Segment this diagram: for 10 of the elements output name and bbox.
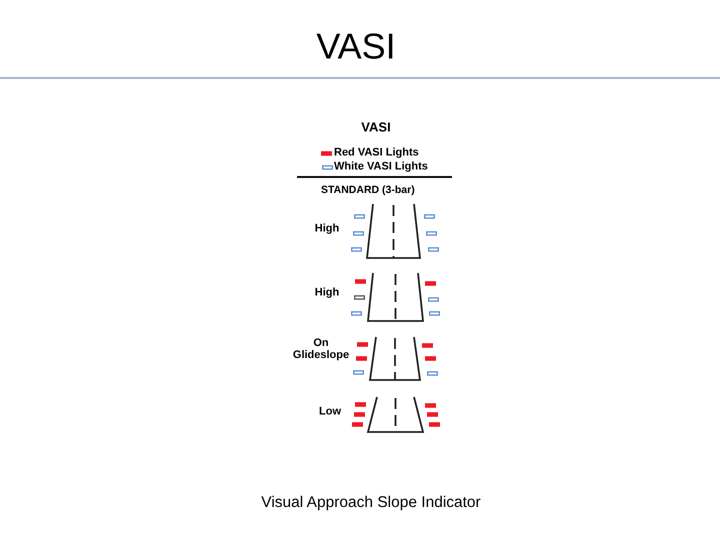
row-label: On Glideslope [292, 336, 350, 362]
legend-label: White VASI Lights [334, 160, 428, 174]
caption: Visual Approach Slope Indicator [261, 494, 481, 512]
figure-title: VASI [361, 120, 391, 136]
row-label: High [314, 286, 340, 300]
slide-title: VASI [316, 25, 396, 67]
legend-label: Red VASI Lights [334, 146, 419, 160]
row-label: Low [319, 406, 341, 418]
row-label: High [314, 222, 340, 236]
section-heading: STANDARD (3-bar) [321, 184, 415, 196]
